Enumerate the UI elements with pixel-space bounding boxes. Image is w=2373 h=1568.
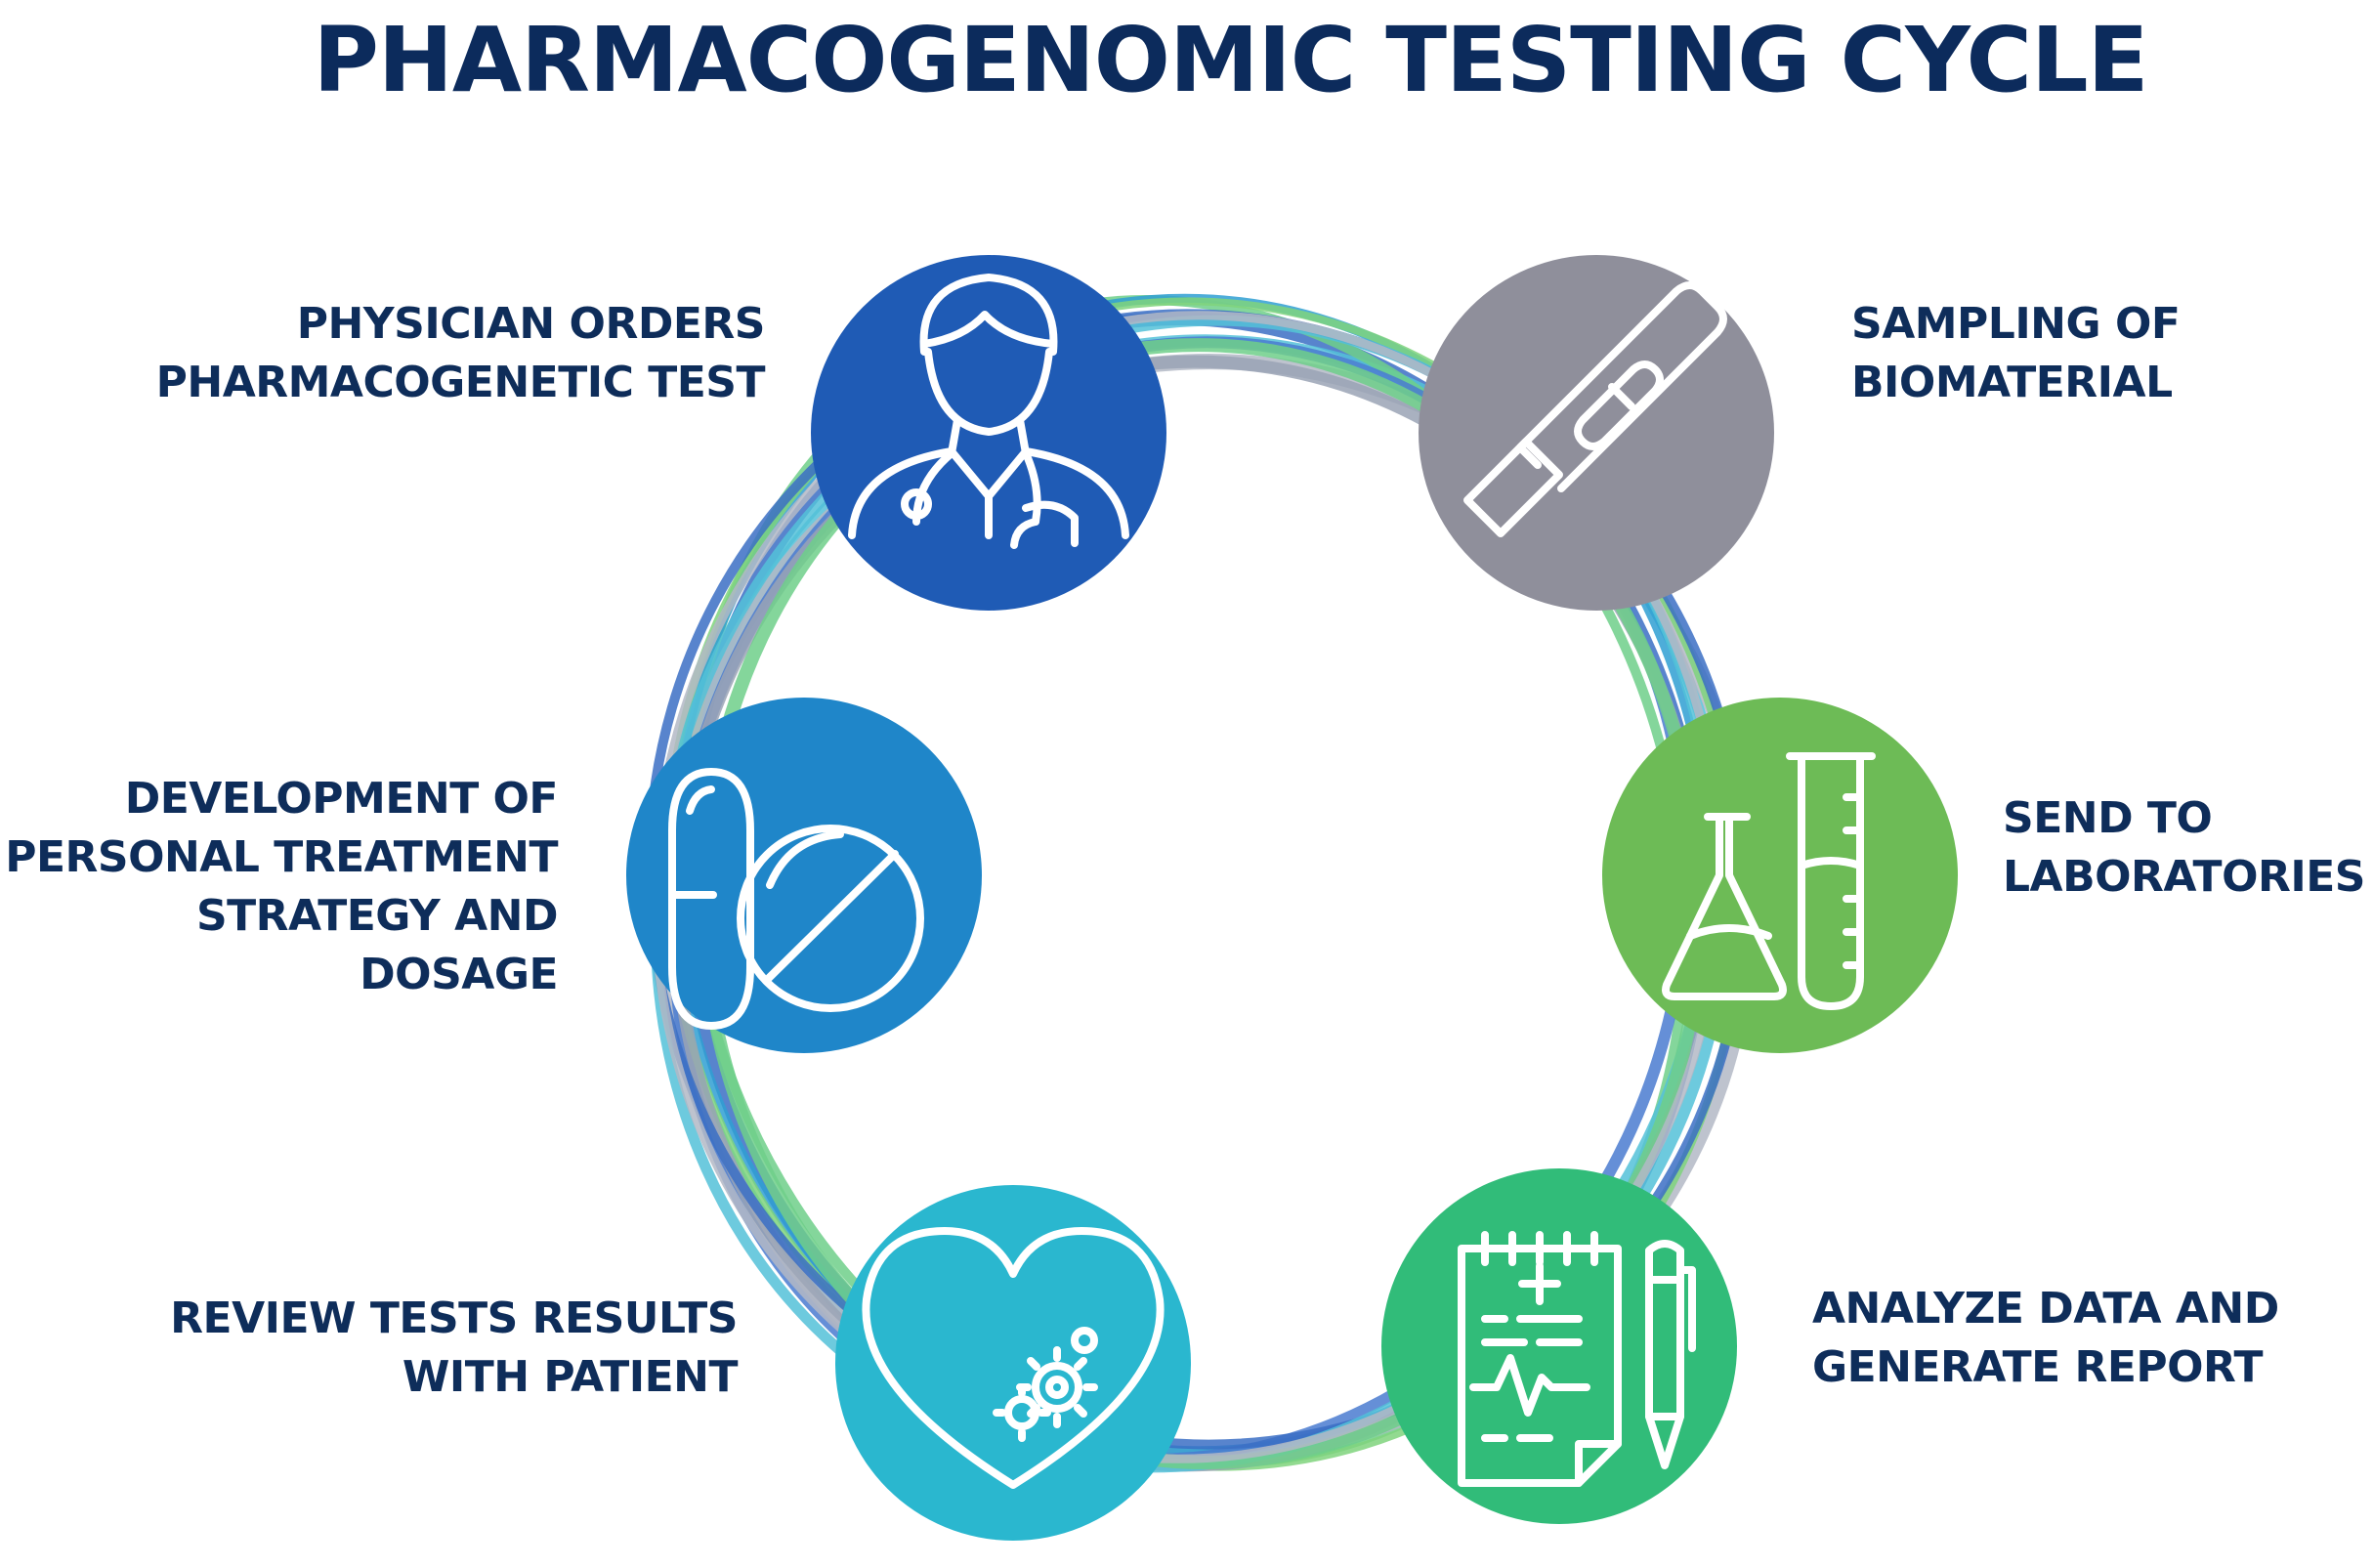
- step-sampling: [1419, 255, 1774, 611]
- doctor-icon: [848, 274, 1129, 549]
- label-review: REVIEW TESTS RESULTS WITH PATIENT: [170, 1293, 738, 1402]
- step-physician: [811, 255, 1166, 611]
- step-report: [1381, 1168, 1737, 1524]
- heart-gears-icon: [862, 1227, 1165, 1489]
- label-report: ANALYZE DATA AND GENERATE REPORT: [1812, 1284, 2279, 1392]
- pills-icon: [668, 768, 924, 1030]
- diagram-title: PHARMACOGENOMIC TESTING CYCLE: [313, 8, 2148, 112]
- report-pen-icon: [1458, 1231, 1696, 1487]
- label-physician: PHYSICIAN ORDERS PHARMACOGENETIC TEST: [155, 299, 766, 407]
- step-laboratories: [1602, 698, 1958, 1053]
- label-sampling: SAMPLING OF BIOMATERIAL: [1851, 299, 2181, 407]
- step-review: [835, 1185, 1191, 1541]
- step-circle: [835, 1185, 1191, 1541]
- label-laboratories: SEND TO LABORATORIES: [2003, 793, 2365, 902]
- step-circle: [1602, 698, 1958, 1053]
- test-strip-icon: [1463, 281, 1727, 537]
- step-circle: [626, 698, 982, 1053]
- label-treatment: DEVELOPMENT OF PERSONAL TREATMENT STRATE…: [5, 774, 558, 999]
- lab-flask-icon: [1662, 752, 1876, 1010]
- step-treatment: [626, 698, 982, 1053]
